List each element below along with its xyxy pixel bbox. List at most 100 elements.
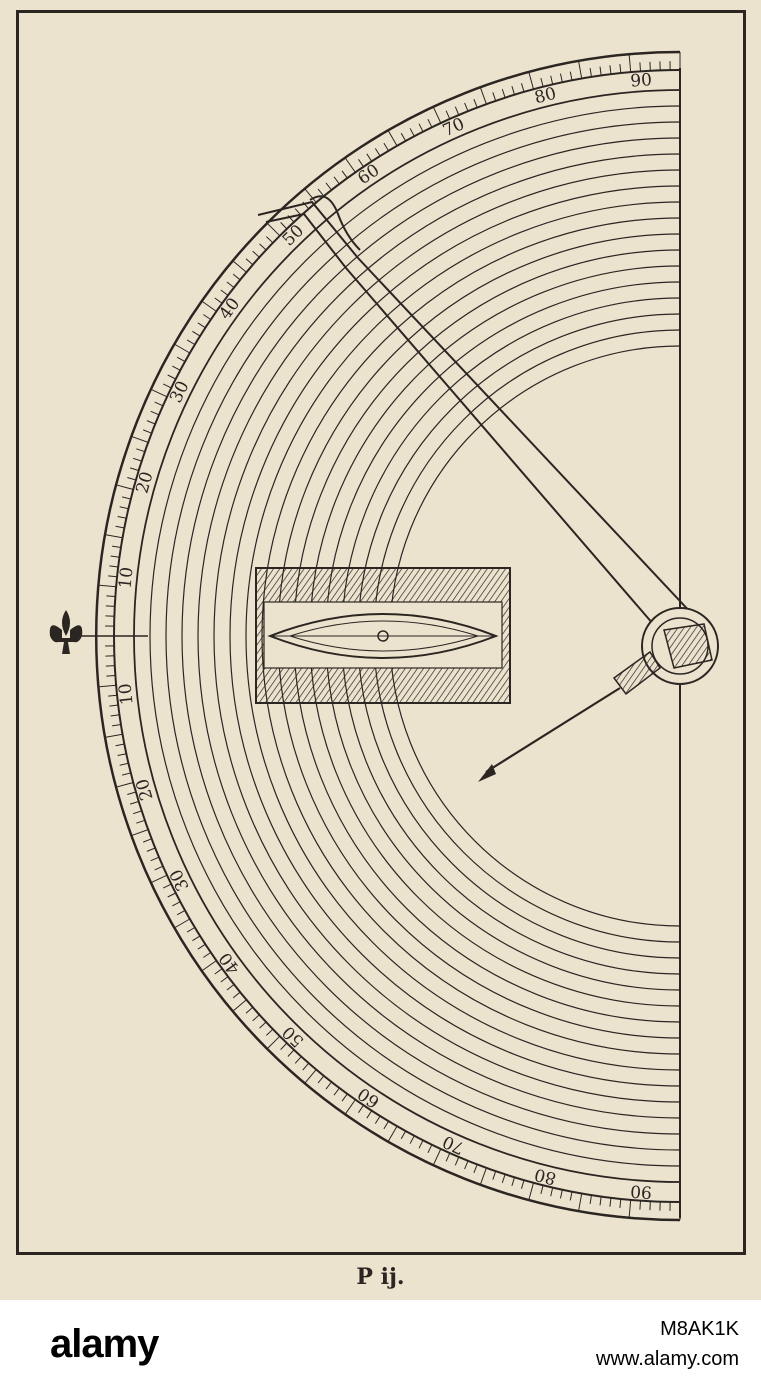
scale-tick	[649, 61, 651, 71]
scale-tick	[409, 1135, 415, 1144]
scale-tick	[132, 810, 142, 815]
scale-tick	[511, 85, 515, 95]
scale-tick	[106, 675, 116, 677]
scale-tick	[127, 791, 137, 795]
scale-tick	[173, 918, 191, 929]
scale-tick	[131, 435, 149, 443]
scale-tick	[176, 356, 186, 363]
scale-tick	[479, 1167, 487, 1185]
arc-line	[149, 105, 681, 1167]
scale-tick	[131, 829, 149, 837]
scale-tick	[639, 1200, 641, 1210]
scale-tick	[341, 170, 348, 179]
scale-tick	[578, 60, 583, 79]
scale-tick	[150, 874, 168, 884]
scale-tick	[464, 102, 469, 112]
pivot-icon	[641, 607, 719, 685]
scale-tick	[578, 1193, 583, 1212]
scale-tick	[109, 565, 119, 568]
scale-tick	[427, 118, 433, 128]
scale-label: 10	[115, 566, 137, 590]
fleur-de-lis-icon	[49, 610, 148, 654]
scale-tick	[418, 1140, 424, 1149]
scale-tick	[560, 1189, 563, 1199]
scale-tick	[232, 999, 247, 1012]
scale-tick	[492, 92, 497, 101]
scale-tick	[115, 743, 125, 747]
scale-tick	[104, 733, 123, 738]
scale-tick	[550, 1187, 554, 1197]
scale-tick	[115, 525, 125, 529]
scale-tick	[146, 847, 156, 852]
scale-tick	[358, 1104, 364, 1113]
scale-tick	[109, 704, 119, 707]
arc-line	[181, 137, 681, 1135]
scale-tick	[521, 83, 525, 93]
arc-line	[213, 169, 681, 1103]
scale-tick	[304, 188, 317, 203]
scale-tick	[203, 952, 212, 958]
scale-tick	[341, 1093, 348, 1102]
scale-tick	[511, 1177, 515, 1187]
scale-tick	[121, 496, 131, 500]
stock-banner: alamy M8AK1K www.alamy.com	[0, 1300, 761, 1390]
scale-tick	[259, 243, 267, 251]
scale-tick	[366, 1110, 373, 1119]
scale-tick	[280, 1042, 288, 1050]
scale-tick	[143, 838, 152, 843]
scale-tick	[146, 420, 156, 425]
scale-tick	[387, 1125, 398, 1143]
scale-tick	[374, 148, 381, 157]
scale-tick	[186, 927, 196, 933]
scale-tick	[454, 1156, 460, 1166]
scale-tick	[628, 1199, 632, 1218]
scale-tick	[172, 901, 181, 907]
arc-line	[229, 185, 681, 1087]
scale-label: 30	[166, 866, 193, 894]
scale-tick	[619, 64, 622, 74]
scale-tick	[317, 188, 325, 197]
scale-tick	[172, 365, 181, 371]
arc-line	[245, 201, 681, 1071]
scale-tick	[445, 110, 451, 120]
scale-tick	[501, 1174, 506, 1184]
scale-tick	[302, 1062, 310, 1071]
scale-tick	[387, 129, 398, 147]
scale-tick	[129, 467, 139, 471]
scale-tick	[528, 71, 534, 90]
scale-tick	[245, 1006, 254, 1014]
scale-label: 90	[630, 70, 653, 91]
site-url: www.alamy.com	[596, 1348, 739, 1370]
scale-tick	[619, 1198, 622, 1208]
alidade-arm	[257, 195, 695, 633]
scale-tick	[214, 968, 223, 975]
scale-tick	[589, 68, 592, 78]
degree-scale-ticks	[96, 52, 681, 1220]
scale-tick	[150, 410, 160, 416]
scale-tick	[98, 684, 117, 688]
scale-tick	[214, 297, 223, 304]
scale-tick	[98, 584, 117, 588]
scale-tick	[150, 856, 160, 862]
scale-tick	[540, 77, 544, 87]
scale-tick	[358, 159, 364, 168]
pointer-stylus	[478, 650, 661, 782]
scale-tick	[560, 73, 563, 83]
scale-tick	[252, 1014, 260, 1022]
scale-tick	[344, 157, 356, 173]
scale-tick	[117, 516, 127, 519]
scale-tick	[150, 388, 168, 398]
scale-label: 60	[354, 160, 383, 189]
scale-tick	[143, 429, 152, 434]
scale-tick	[232, 273, 241, 281]
scale-tick	[492, 1171, 497, 1180]
scale-tick	[599, 66, 602, 76]
scale-tick	[167, 892, 176, 898]
scale-tick	[473, 99, 478, 108]
scale-tick	[266, 222, 281, 237]
scale-tick	[127, 477, 137, 481]
scale-tick	[280, 222, 288, 230]
scale-tick	[589, 1194, 592, 1204]
scale-tick	[201, 300, 217, 312]
